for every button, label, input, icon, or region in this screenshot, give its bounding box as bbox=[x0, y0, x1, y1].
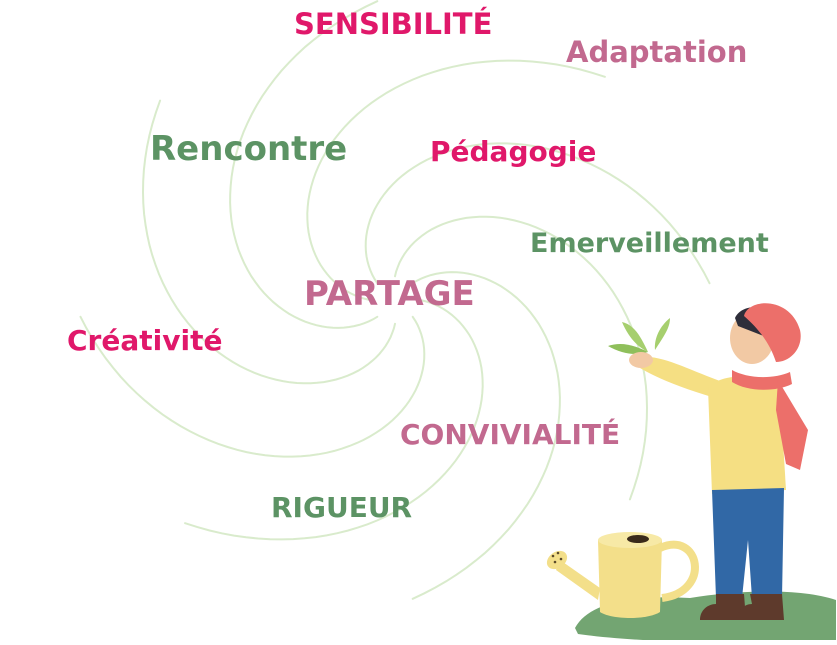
word-rigueur: RIGUEUR bbox=[271, 491, 413, 524]
word-rencontre: Rencontre bbox=[150, 129, 348, 169]
word-pedagogie: Pédagogie bbox=[430, 135, 597, 168]
word-creativite: Créativité bbox=[67, 324, 223, 357]
word-convivialite: CONVIVIALITÉ bbox=[400, 418, 621, 451]
spiral-arm bbox=[394, 215, 649, 501]
spiral-arm bbox=[364, 142, 711, 285]
spiral-arm bbox=[306, 59, 606, 301]
child-figure-icon bbox=[629, 303, 808, 620]
word-emerveillement: Emerveillement bbox=[530, 228, 769, 259]
word-partage: PARTAGE bbox=[304, 274, 475, 314]
watering-can-icon bbox=[546, 532, 699, 618]
spiral-arm bbox=[411, 271, 561, 600]
spiral-arm bbox=[79, 315, 426, 458]
word-sensibilite: SENSIBILITÉ bbox=[294, 7, 493, 41]
spiral-arm bbox=[141, 99, 396, 385]
word-adaptation: Adaptation bbox=[566, 35, 748, 69]
spiral-arm bbox=[184, 299, 484, 541]
spiral-arm bbox=[229, 0, 379, 329]
child-watering-plant-illustration bbox=[546, 303, 836, 640]
seedling-icon bbox=[608, 318, 670, 354]
